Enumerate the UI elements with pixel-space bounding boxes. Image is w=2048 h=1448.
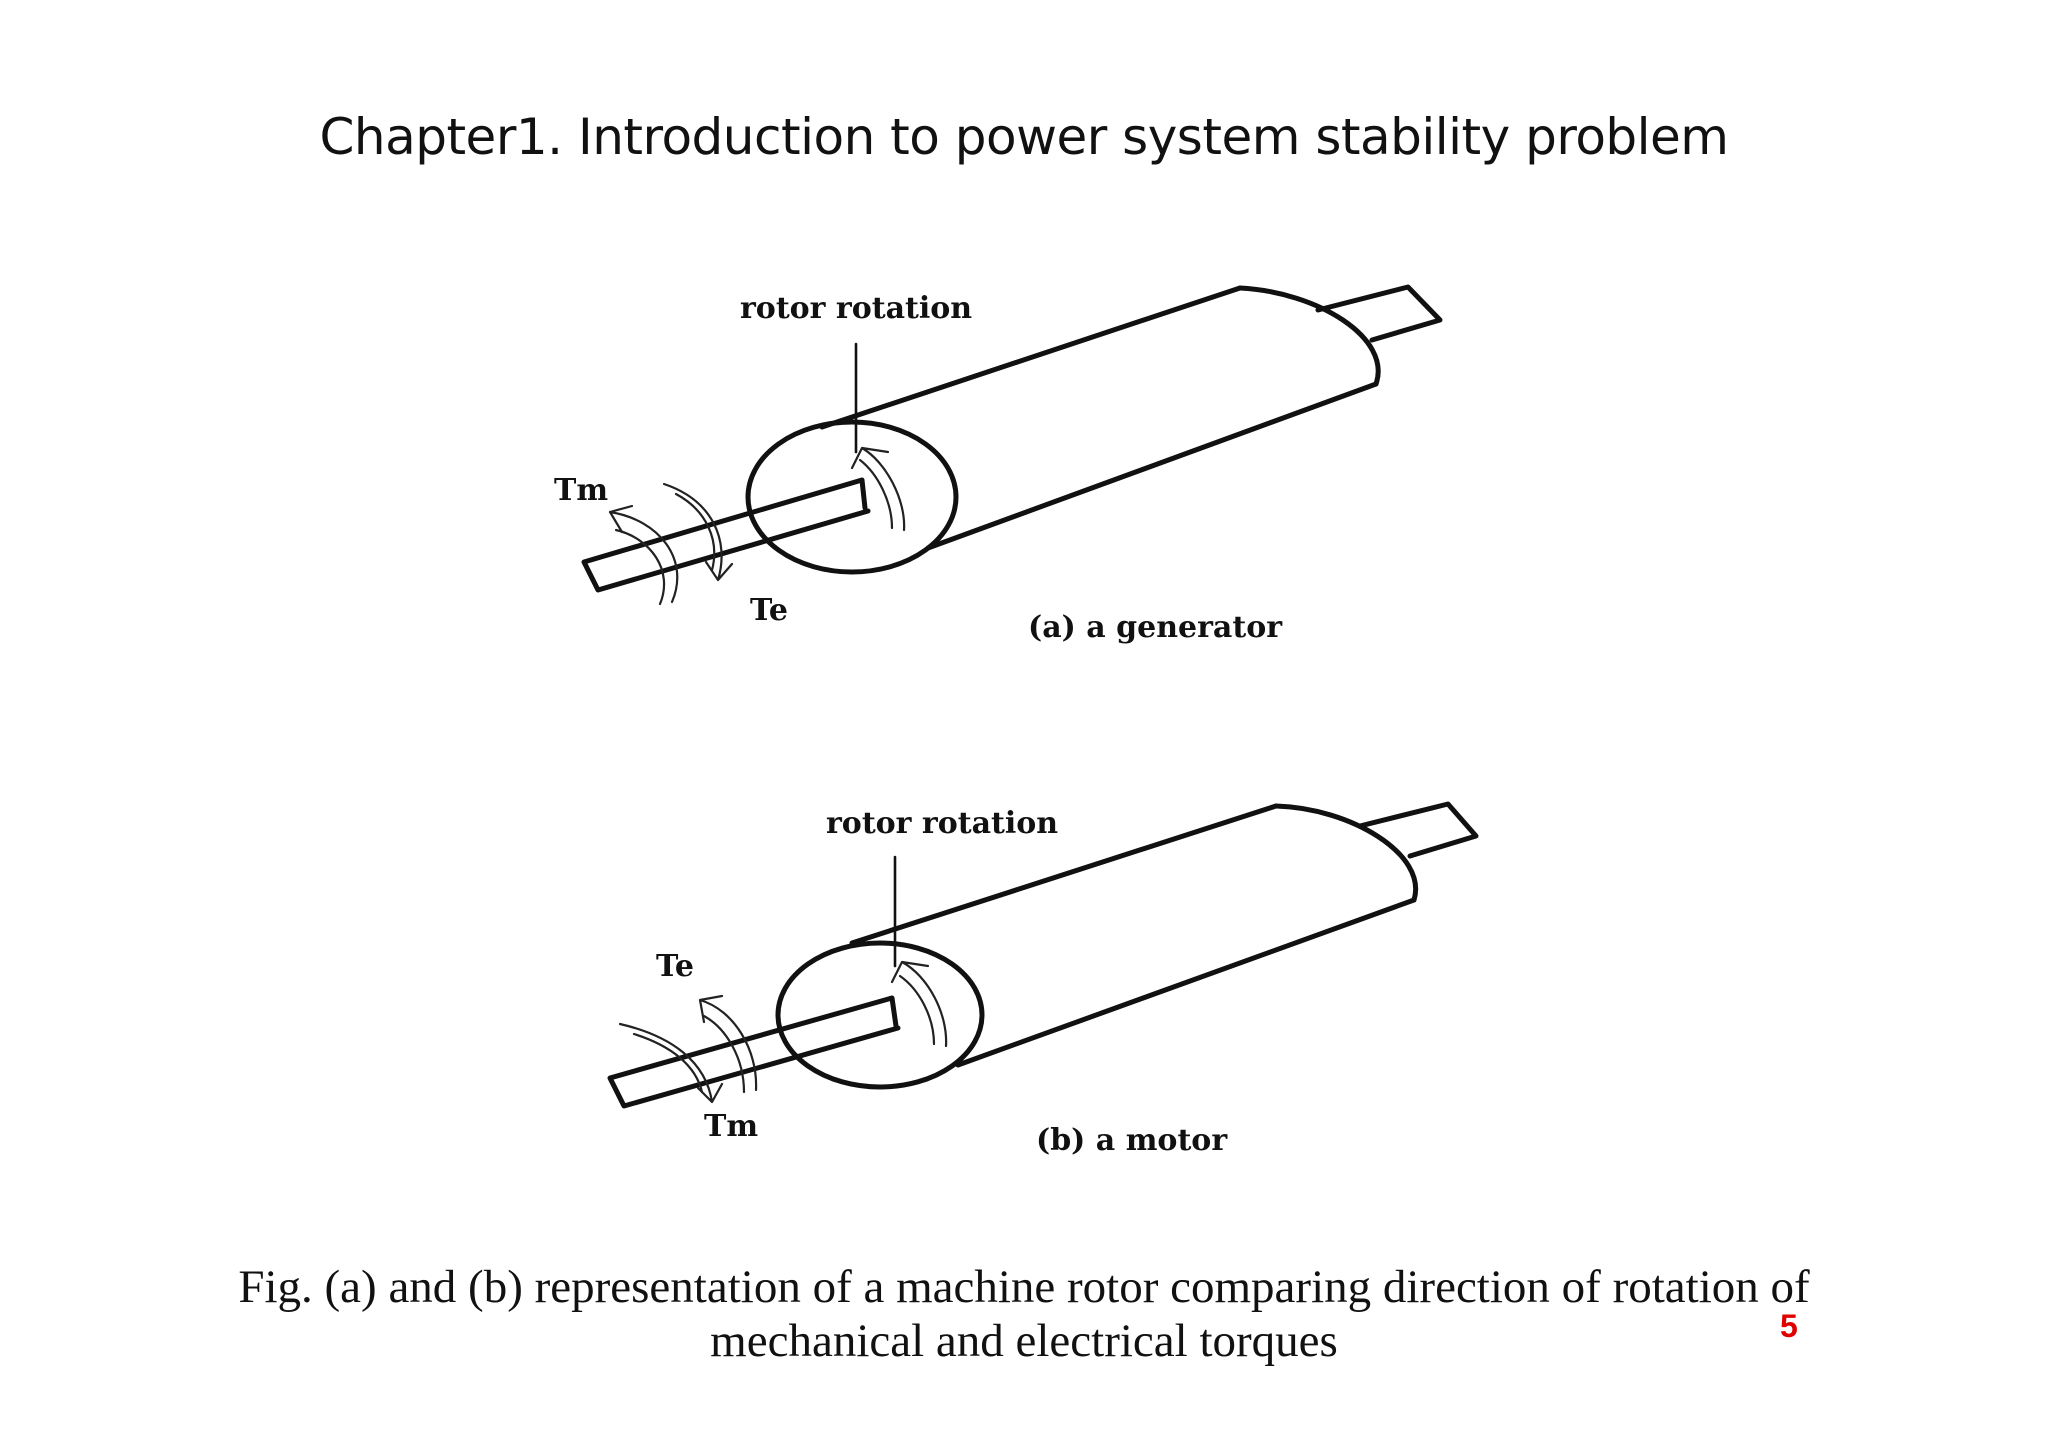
motor-rotation-arrow <box>890 960 948 1048</box>
figure-caption-line-1: Fig. (a) and (b) representation of a mac… <box>238 1261 1810 1313</box>
generator-caption: (a) a generator <box>1028 610 1283 645</box>
motor-te-arrow <box>698 994 758 1092</box>
slide-title: Chapter1. Introduction to power system s… <box>319 108 1729 166</box>
motor-tm-label: Tm <box>704 1109 758 1144</box>
motor-rear-shaft <box>1357 801 1479 859</box>
generator-rotor-bottom-edge <box>925 381 1379 551</box>
generator-rear-shaft <box>1315 284 1443 343</box>
motor-front-shaft <box>607 995 901 1109</box>
generator-te-arrow-inner <box>674 492 716 572</box>
motor-diagram: rotor rotation Te Tm (b) a motor <box>607 801 1479 1158</box>
generator-tm-arrow-inner <box>614 528 666 606</box>
generator-rotation-arrow-inner <box>858 458 894 530</box>
generator-rotation-arrow <box>850 446 906 532</box>
motor-rotor-front-face <box>775 940 985 1090</box>
motor-te-arrow-inner <box>702 1014 746 1094</box>
motor-tm-arrow-inner <box>632 1032 704 1094</box>
generator-rotor-top-edge <box>819 285 1243 430</box>
generator-tm-arrow <box>608 504 679 604</box>
motor-tm-arrow <box>618 1022 724 1104</box>
motor-rotation-arrow-inner <box>898 974 936 1046</box>
generator-rotation-label: rotor rotation <box>740 291 972 326</box>
generator-tm-label: Tm <box>554 473 608 508</box>
page-number: 5 <box>1780 1308 1798 1344</box>
generator-front-shaft <box>581 477 871 593</box>
motor-rotor-top-edge <box>849 803 1279 946</box>
figure-caption-line-2: mechanical and electrical torques <box>710 1315 1338 1367</box>
generator-rotor-far-end <box>1237 285 1381 387</box>
generator-rotor-front-face <box>745 419 959 575</box>
generator-te-arrow <box>662 482 734 582</box>
motor-rotation-label: rotor rotation <box>826 806 1058 841</box>
motor-rotor-bottom-edge <box>955 897 1417 1068</box>
motor-rotor-far-end <box>1273 803 1419 903</box>
motor-caption: (b) a motor <box>1036 1123 1228 1158</box>
motor-te-label: Te <box>656 949 694 984</box>
generator-diagram: rotor rotation Tm Te (a) a generator <box>554 284 1443 645</box>
generator-te-label: Te <box>750 593 788 628</box>
figure-caption: Fig. (a) and (b) representation of a mac… <box>150 1260 1898 1368</box>
